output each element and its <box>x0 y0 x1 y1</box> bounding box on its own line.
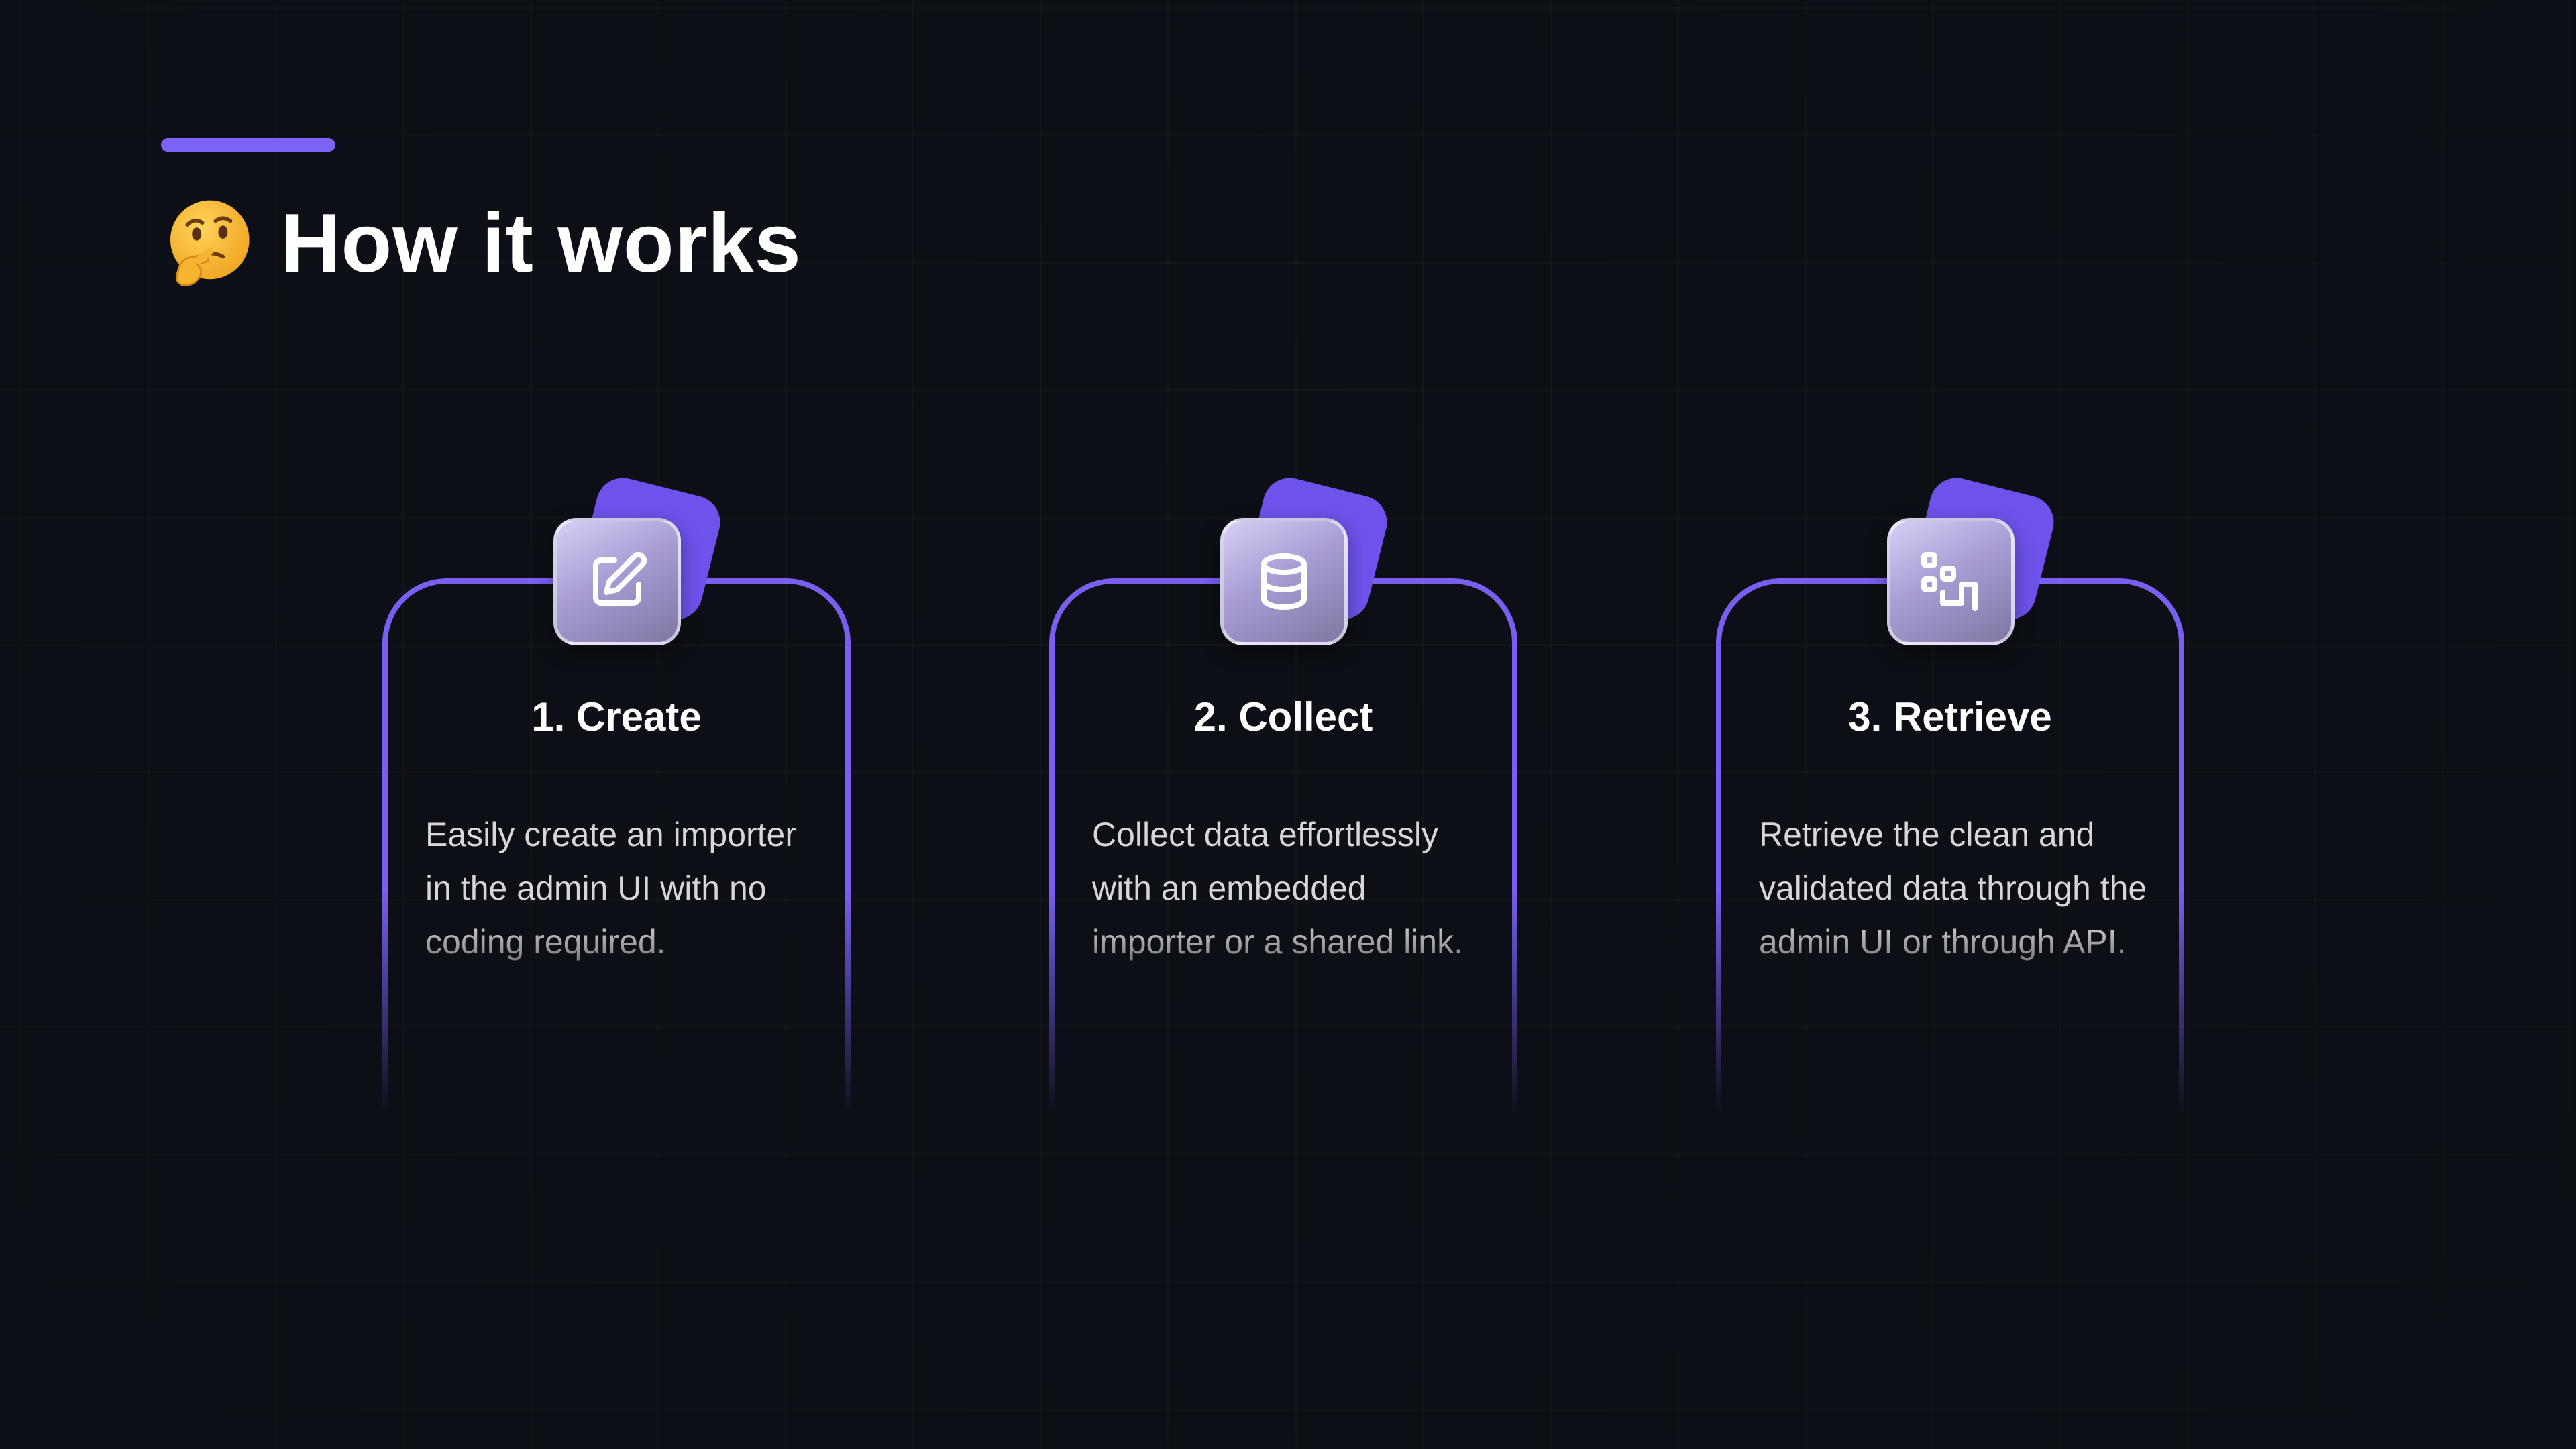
step-description-create: Easily create an importer in the admin U… <box>425 816 797 961</box>
step-title-collect: 2. Collect <box>1193 694 1373 739</box>
icon-tile <box>1220 518 1348 645</box>
step-description-retrieve: Retrieve the clean and validated data th… <box>1759 816 2147 961</box>
step-icon-badge-retrieve <box>1884 472 2059 656</box>
thinking-face-icon <box>170 200 250 286</box>
icon-tile <box>553 518 681 645</box>
step-title-create: 1. Create <box>531 694 702 739</box>
step-icon-badge-create <box>550 472 726 656</box>
step-title-retrieve: 3. Retrieve <box>1848 694 2052 739</box>
step-icon-badge-collect <box>1217 472 1393 656</box>
edit-icon <box>593 551 647 606</box>
database-icon <box>1261 553 1307 610</box>
page-title-text: How it works <box>280 197 802 290</box>
icon-tile <box>1887 518 2015 645</box>
section-accent-bar <box>161 138 335 152</box>
step-description-collect: Collect data effortlessly with an embedd… <box>1092 816 1464 961</box>
page-title: How it works <box>161 196 802 291</box>
data-flow-icon <box>1921 552 1978 611</box>
